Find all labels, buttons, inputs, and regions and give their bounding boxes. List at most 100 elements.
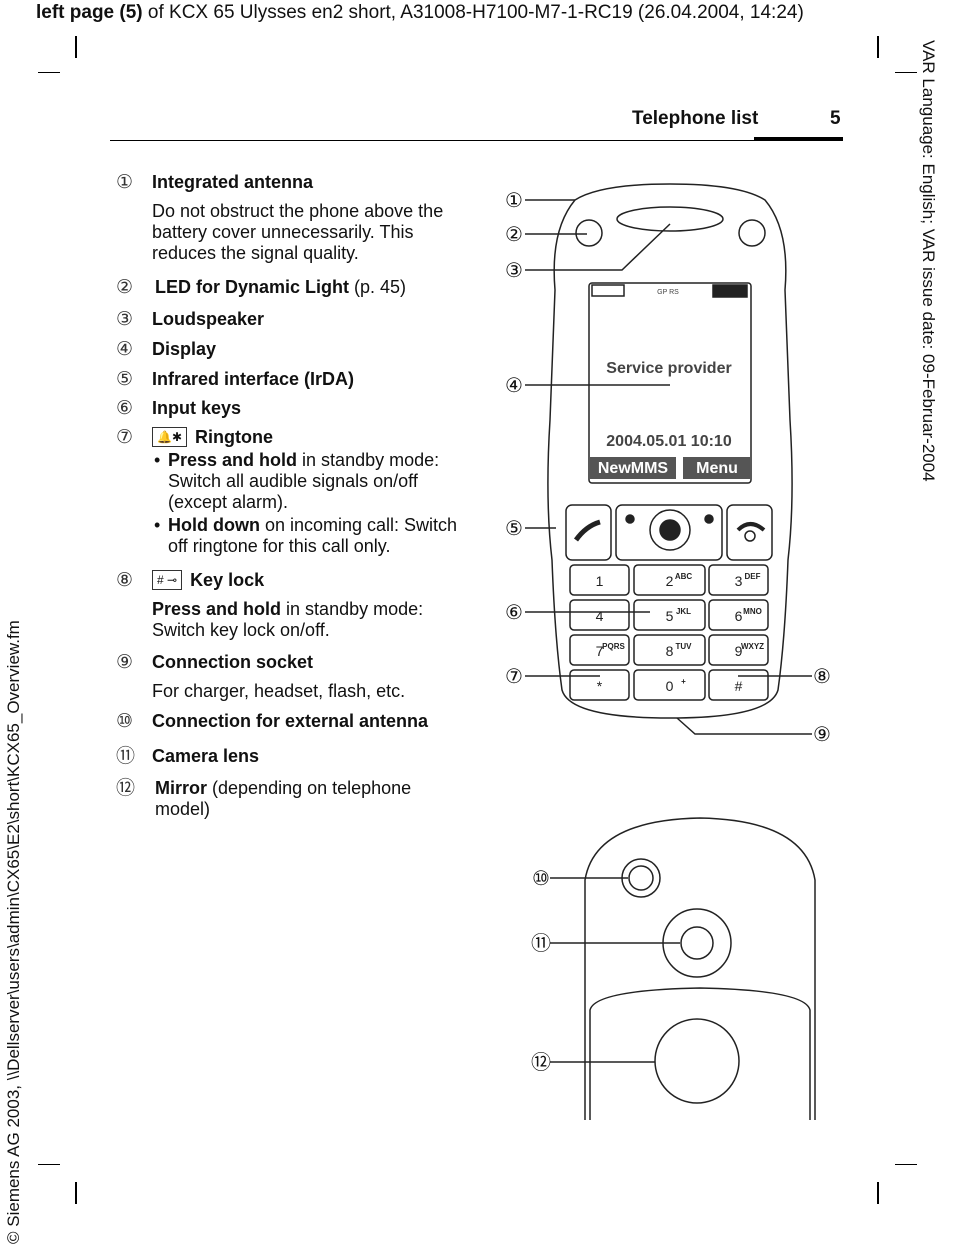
item-title: Display — [152, 339, 217, 359]
item-number: ⑥ — [116, 398, 134, 419]
callout-marker: ① — [505, 190, 523, 212]
side-text-left: © Siemens AG 2003, \\Dellserver\users\ad… — [4, 620, 23, 1244]
loudspeaker — [616, 206, 724, 232]
bullet-text: on incoming call: Switch off ringtone fo… — [168, 515, 458, 556]
end-button — [726, 504, 773, 561]
callout-marker: ⑫ — [531, 1051, 551, 1074]
callout-marker: ③ — [505, 260, 523, 282]
crop-mark — [75, 1182, 77, 1204]
keypad-key-#: # — [708, 669, 769, 701]
header-rule-accent — [754, 137, 843, 141]
item-title: LED for Dynamic Light — [155, 277, 350, 297]
keypad-key-label: 9 — [735, 643, 743, 659]
callout-label: ⑥ — [505, 602, 523, 624]
keypad-key-frame — [708, 669, 769, 701]
led-right — [738, 219, 766, 247]
keypad-key-letters: DEF — [745, 572, 761, 581]
keypad-key-label: 1 — [596, 573, 604, 589]
item-number: ⑫ — [116, 778, 136, 799]
keypad-key-frame — [633, 669, 706, 701]
end-icon — [736, 522, 766, 532]
crop-mark — [75, 36, 77, 58]
file-header: left page (5) of KCX 65 Ulysses en2 shor… — [36, 2, 804, 24]
keypad-key-frame — [633, 599, 706, 631]
camera-lens-inner — [680, 926, 714, 960]
keypad-key-label: 6 — [735, 608, 743, 624]
item-title: Camera lens — [152, 746, 260, 766]
item-number: ⑩ — [116, 711, 134, 732]
softkey-left-label: NewMMS — [598, 460, 669, 477]
callout-label: ⑤ — [505, 518, 523, 540]
callout-label: ① — [505, 190, 523, 212]
keypad-key-letters: MNO — [743, 607, 762, 616]
callout-marker: ⑤ — [505, 518, 523, 540]
power-icon — [744, 530, 756, 542]
bullet-text: in standby mode: Switch all audible sign… — [168, 450, 440, 512]
keypad-key-label: 3 — [735, 573, 743, 589]
item-suffix: (p. 45) — [349, 277, 407, 297]
keypad-key-label: 5 — [666, 608, 674, 624]
bullet-item: Hold down on incoming call: Switch off r… — [152, 515, 462, 557]
callout-marker: ⑧ — [813, 666, 831, 688]
bullet-item: Press and hold in standby mode: Switch a… — [152, 450, 462, 513]
crop-mark — [895, 72, 917, 73]
file-header-prefix: left page (5) — [36, 2, 143, 23]
keypad-key-1: 1 — [569, 564, 630, 596]
battery-cover-outline — [589, 987, 811, 1120]
keypad-key-0: 0+ — [633, 669, 706, 701]
header-rule — [110, 140, 843, 141]
file-header-rest: of KCX 65 Ulysses en2 short, A31008-H710… — [142, 2, 804, 23]
item-number: ⑨ — [116, 652, 134, 673]
item-number: ⑪ — [116, 746, 136, 767]
keypad-key-letters: JKL — [676, 607, 691, 616]
keypad-key-frame — [708, 564, 769, 596]
callout-marker: ⑥ — [505, 602, 523, 624]
desc-text: in standby mode: Switch key lock on/off. — [152, 599, 424, 640]
bullet-bold: Press and hold — [168, 450, 298, 470]
item-desc: For charger, headset, flash, etc. — [152, 681, 406, 701]
softkey-right-label: Menu — [696, 460, 738, 477]
keypad-key-frame — [569, 599, 630, 631]
item-number: ⑧ — [116, 570, 134, 591]
keypad-key-letters: TUV — [676, 642, 693, 651]
keypad-key-label: 8 — [666, 643, 674, 659]
callout-marker: ⑩ — [532, 868, 550, 890]
nav-center — [659, 519, 681, 541]
led-left — [575, 219, 603, 247]
screen-datetime-text: 2004.05.01 10:10 — [606, 433, 732, 450]
callout-marker: ② — [505, 224, 523, 246]
desc-bold: Press and hold — [152, 599, 282, 619]
gprs-label: GP RS — [657, 289, 679, 296]
keypad-key-*: * — [569, 669, 630, 701]
keypad-key-label: 4 — [596, 608, 604, 624]
item-title: Input keys — [152, 398, 242, 418]
item-desc: Do not obstruct the phone above the batt… — [152, 201, 444, 263]
item-title: Ringtone — [195, 427, 273, 447]
keypad-key-label: 7 — [596, 643, 604, 659]
item-title: Key lock — [190, 570, 265, 590]
call-icon — [573, 519, 601, 542]
callout-label: ④ — [505, 375, 523, 397]
keypad-key-frame — [708, 634, 769, 666]
phone-body-outline — [547, 183, 793, 719]
keypad-key-label: # — [735, 678, 743, 694]
display-screen — [588, 282, 752, 484]
call-button — [565, 504, 612, 561]
keypad-key-frame — [633, 564, 706, 596]
item-title: Mirror — [155, 778, 208, 798]
keypad-key-label: 2 — [666, 573, 674, 589]
item-number: ⑤ — [116, 369, 134, 390]
crop-mark — [877, 36, 879, 58]
softkey-bar-left — [590, 457, 676, 479]
item-title: Infrared interface (IrDA) — [152, 369, 355, 389]
item-suffix: (depending on telephone model) — [155, 778, 412, 819]
callout-marker: ⑪ — [531, 932, 551, 955]
side-text-right: VAR Language: English; VAR issue date: 0… — [919, 40, 938, 482]
signal-icon — [591, 284, 625, 297]
key-lock-key-icon: # ⊸ — [152, 570, 183, 590]
